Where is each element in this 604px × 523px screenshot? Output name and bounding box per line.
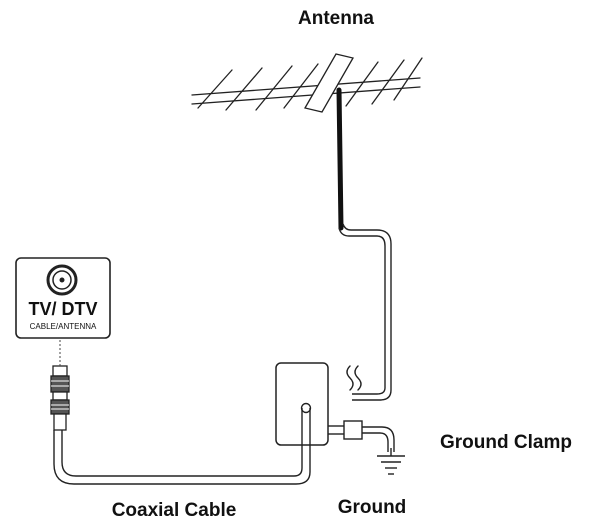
antenna-boom-upper xyxy=(191,77,421,96)
f-connector xyxy=(50,365,70,431)
discharge-unit-port xyxy=(300,402,312,414)
antenna xyxy=(191,53,423,231)
ground-clamp-label: Ground Clamp xyxy=(440,432,572,453)
antenna-element xyxy=(197,69,233,109)
jack-subtitle: CABLE/ANTENNA xyxy=(30,322,97,331)
antenna-element xyxy=(371,59,405,105)
antenna-element xyxy=(225,67,263,111)
ground-symbol xyxy=(377,448,405,475)
tv-dtv-jack-panel: TV/ DTV CABLE/ANTENNA xyxy=(15,257,111,339)
lead-in-cable xyxy=(338,223,392,401)
coaxial-cable xyxy=(53,408,311,485)
coaxial-cable-label: Coaxial Cable xyxy=(112,500,237,521)
antenna-mast xyxy=(336,87,344,231)
antenna-boom-lower xyxy=(191,86,421,105)
antenna-element xyxy=(255,65,293,111)
antenna-label: Antenna xyxy=(298,8,374,29)
ground-clamp xyxy=(328,420,395,452)
antenna-element xyxy=(393,57,423,101)
grounding-wire xyxy=(346,365,362,391)
antenna-driven-element xyxy=(304,53,354,113)
ground-label: Ground xyxy=(338,497,407,518)
jack-title: TV/ DTV xyxy=(28,299,97,319)
ground-clamp-body xyxy=(343,420,363,440)
antenna-element xyxy=(345,61,379,107)
antenna-element xyxy=(283,63,319,109)
